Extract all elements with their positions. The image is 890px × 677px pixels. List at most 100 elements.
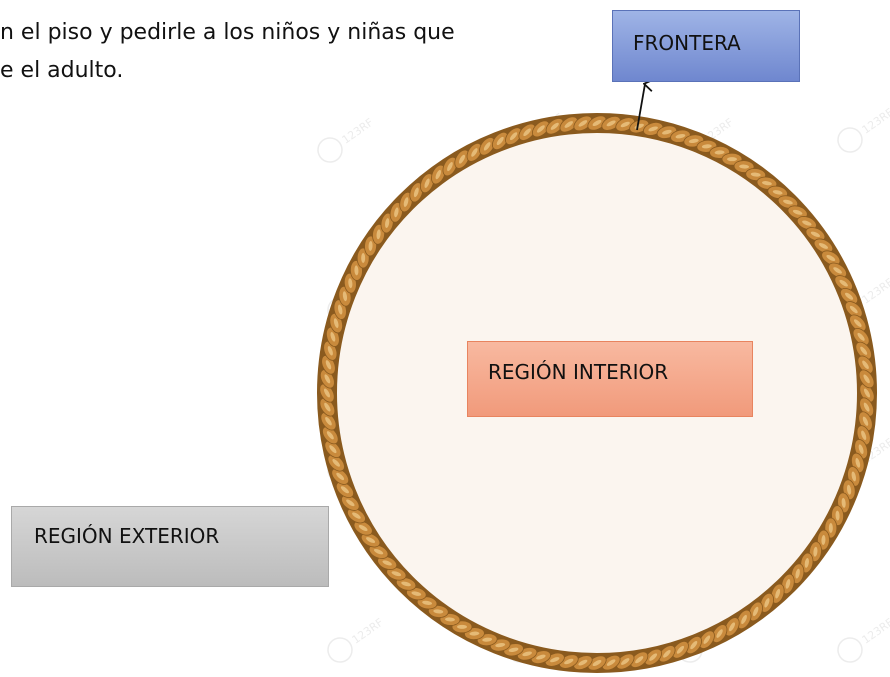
rope-highlight [361,253,366,263]
rope-highlight [716,629,723,638]
rope-highlight [714,150,725,155]
intro-line-2: e el adulto. [0,58,124,83]
rope-highlight [496,136,504,146]
rope-highlight [564,121,573,128]
frontera-arrow [636,84,645,131]
rope-highlight [550,122,559,130]
rope-highlight [348,278,353,289]
rope-highlight [327,346,333,356]
rope-highlight [336,472,345,481]
interior-region-box: REGIÓN INTERIOR [467,341,753,417]
rope-highlight [844,292,854,300]
frontera-box: FRONTERA [612,10,800,82]
rope-highlight [564,658,574,665]
rope-border [317,113,877,673]
rope-highlight [495,642,506,648]
rope-highlight [358,524,368,532]
rope-highlight [761,181,772,186]
rope-highlight [851,471,857,482]
rope-highlight [325,417,332,426]
rope-highlight [413,187,419,198]
rope-highlight [469,631,480,636]
rope-highlight [785,579,791,589]
rope-highlight [483,142,491,151]
rope-highlight [858,444,864,454]
rope-highlight [750,172,761,177]
rope-highlight [648,126,658,132]
rope-highlight [772,190,783,195]
rope-highlight [352,512,361,519]
rope-highlight [690,640,698,650]
rope-highlight [833,267,842,274]
rope-highlight [376,229,381,240]
rope-highlight [471,148,478,157]
exterior-region-box: REGIÓN EXTERIOR [11,506,329,587]
rope-highlight [802,220,812,226]
rope-highlight [663,649,671,658]
rope-highlight [783,199,793,205]
watermark-stamp: 123RF [327,616,386,663]
watermark-stamp: 123RF [837,106,890,153]
rope-highlight [863,374,870,384]
rope-highlight [508,647,519,653]
rope-highlight [835,510,840,521]
rope-highlight [342,291,348,302]
rope-highlight [323,388,331,398]
rope-highlight [727,157,737,162]
rope-highlight [536,654,546,660]
exterior-region-label: REGIÓN EXTERIOR [34,524,220,548]
intro-line-1: n el piso y pedirle a los niños y niñas … [0,20,455,45]
rope-highlight [391,571,402,577]
rope-highlight [447,162,453,172]
rope-highlight [606,120,616,127]
rope-highlight [775,588,781,599]
svg-text:123RF: 123RF [350,616,386,647]
svg-text:123RF: 123RF [860,106,890,137]
rope-highlight [536,125,545,133]
rope-highlight [857,332,865,341]
rope-highlight [354,265,359,276]
rope-highlight [382,560,392,566]
svg-text:123RF: 123RF [340,116,376,147]
rope-highlight [458,154,466,164]
rope-highlight [411,591,422,596]
rope-highlight [332,459,341,467]
rope-highlight [422,600,433,605]
rope-highlight [523,128,531,137]
rope-highlight [482,637,493,642]
rope-highlight [703,635,711,644]
rope-highlight [578,659,588,666]
rope-highlight [752,606,759,617]
rope-highlight [804,557,809,568]
rope-highlight [855,458,861,468]
rope-highlight [433,609,444,614]
rope-highlight [739,164,750,169]
rope-highlight [795,568,800,579]
rope-highlight [764,598,770,608]
rope-highlight [435,169,442,180]
rope-highlight [813,546,818,557]
rope-highlight [444,617,455,622]
rope-highlight [821,535,826,546]
rope-highlight [326,431,334,440]
rope-highlight [846,484,852,495]
interior-region-label: REGIÓN INTERIOR [488,360,669,384]
rope-highlight [329,445,337,454]
rope-highlight [861,430,867,440]
rope-highlight [792,209,803,215]
rope-highlight [826,254,836,262]
rope-highlight [394,207,399,218]
rope-highlight [368,240,373,251]
rope-highlight [860,346,868,355]
rope-highlight [578,120,588,127]
rope-highlight [366,537,376,543]
rope-highlight [688,138,699,144]
rope-highlight [675,133,686,139]
rope-highlight [401,581,411,587]
svg-text:123RF: 123RF [860,276,890,307]
rope-highlight [818,243,828,249]
rope-highlight [346,499,355,507]
rope-highlight [424,178,430,188]
rope-highlight [385,218,390,229]
rope-highlight [333,318,339,328]
